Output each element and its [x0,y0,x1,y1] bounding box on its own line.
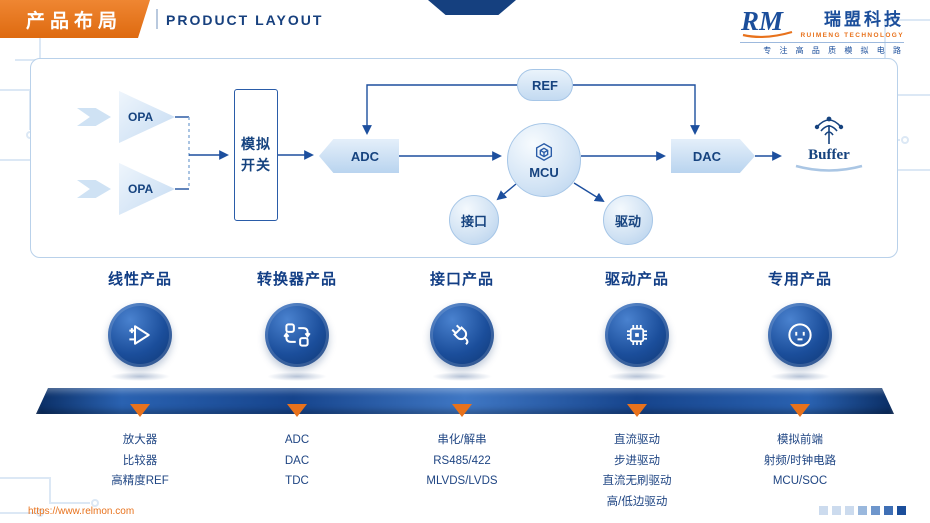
adc-block: ADC [319,139,399,173]
driver-node: 驱动 [603,195,653,245]
brand-logo: RM 瑞盟科技 RUIMENG TECHNOLOGY 专 注 高 品 质 模 拟… [740,5,904,56]
dac-block: DAC [671,139,755,173]
list-item: MCU/SOC [772,475,828,488]
circuit-decoration-bottom-left [0,477,99,517]
list-item: 高精度REF [111,475,169,488]
category-label-special: 专用产品 [767,271,832,288]
list-item: 高/低边驱动 [606,496,668,509]
product-block-diagram: OPA OPA 模拟开关 ADC REF MCU 接口 驱动 [30,58,898,258]
list-item: 串化/解串 [437,434,487,446]
mcu-chip-icon [535,142,553,161]
list-item: 比较器 [122,454,158,467]
plug-icon [451,324,469,345]
category-circle-interface [430,303,494,367]
category-circle-linear [108,303,172,367]
circle-shadow [267,372,327,381]
socket-icon [788,323,812,347]
product-list-converter: ADC DAC TDC [212,430,382,492]
ref-block: REF [517,69,573,101]
progress-square [897,506,906,515]
buffer-antenna-icon [814,116,844,144]
driver-node-label: 驱动 [614,213,641,229]
progress-squares [819,506,906,515]
circle-shadow [110,372,170,381]
list-item: MLVDS/LVDS [426,475,498,488]
list-item: 步进驱动 [614,454,660,467]
list-item: 模拟前端 [777,434,823,446]
converter-icon [283,323,311,347]
category-label-converter: 转换器产品 [256,271,337,288]
category-circle-driver [605,303,669,367]
analog-switch-label: 模拟开关 [241,136,271,173]
buffer-swoosh [795,164,863,172]
progress-square [845,506,854,515]
category-label-driver: 驱动产品 [604,271,669,288]
input-arrow-top [77,108,111,126]
buffer-block: Buffer [783,113,875,174]
product-list-special: 模拟前端 射频/时钟电路 MCU/SOC [715,430,885,492]
adc-label: ADC [350,148,380,164]
ref-label: REF [532,77,558,93]
brand-slogan: 专 注 高 品 质 模 拟 电 路 [740,42,904,56]
list-item: 直流无刷驱动 [602,475,672,488]
brand-logo-mark: RM [740,6,784,36]
buffer-label: Buffer [808,147,850,163]
brand-logo-icon: RM [740,6,793,39]
title-divider [156,9,158,29]
website-link[interactable]: https://www.relmon.com [28,506,135,517]
category-circle-converter [265,303,329,367]
progress-square [819,506,828,515]
list-item: 射频/时钟电路 [763,454,837,467]
list-item: RS485/422 [433,454,491,467]
progress-square [858,506,867,515]
list-item: 放大器 [122,434,158,446]
list-item: 直流驱动 [614,434,660,446]
list-item: TDC [285,475,309,488]
amplifier-icon [129,325,150,345]
list-item: ADC [284,434,310,446]
category-circle-special [768,303,832,367]
interface-node-label: 接口 [460,213,487,229]
product-list-driver: 直流驱动 步进驱动 直流无刷驱动 高/低边驱动 [552,430,722,513]
chip-icon [627,325,647,345]
progress-square [871,506,880,515]
circle-shadow [432,372,492,381]
dac-label: DAC [692,148,722,164]
page-title: 产品布局 [26,10,123,32]
diagram-connectors [175,84,782,203]
brand-name-cn: 瑞盟科技 [824,10,904,29]
progress-square [884,506,893,515]
product-list-linear: 放大器 比较器 高精度REF [55,430,225,492]
mcu-label: MCU [529,164,559,180]
circle-shadow [607,372,667,381]
page-title-en: PRODUCT LAYOUT [166,12,324,28]
brand-name-en: RUIMENG TECHNOLOGY [800,32,904,39]
list-item: DAC [284,454,310,467]
page-title-band: 产品布局 [0,0,150,38]
mcu-block: MCU [507,123,581,197]
header-accent-shape [428,0,516,15]
opa-top-label: OPA [128,110,154,124]
analog-switch-block: 模拟开关 [234,89,278,221]
interface-node: 接口 [449,195,499,245]
opa-bottom-label: OPA [128,182,154,196]
category-label-interface: 接口产品 [429,271,494,288]
input-arrow-bottom [77,180,111,198]
product-list-interface: 串化/解串 RS485/422 MLVDS/LVDS [377,430,547,492]
category-label-linear: 线性产品 [107,271,172,288]
circle-shadow [770,372,830,381]
progress-square [832,506,841,515]
